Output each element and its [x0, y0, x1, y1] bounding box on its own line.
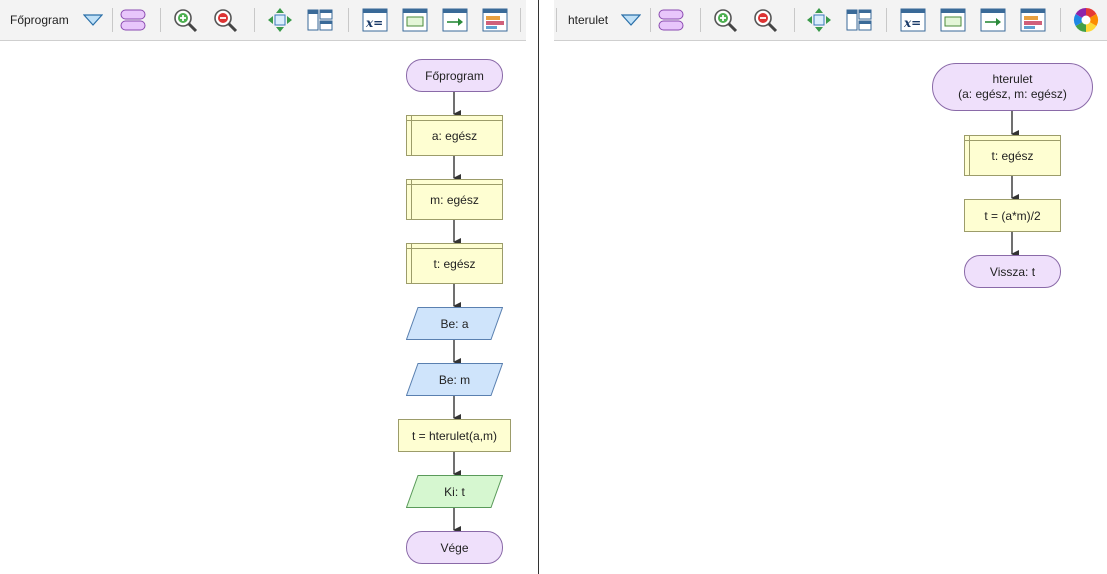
toolbar-separator: [700, 8, 701, 32]
statement-icon[interactable]: [400, 6, 430, 34]
input-a-label: Be: a: [440, 316, 469, 331]
input-m-label: Be: m: [438, 372, 471, 387]
zoom-in-icon[interactable]: [170, 6, 200, 34]
function-select-label: Főprogram: [10, 13, 69, 27]
dropdown-triangle-icon[interactable]: [80, 6, 106, 34]
flow-arrows: [453, 91, 461, 534]
assignment-label: t = hterulet(a,m): [411, 428, 498, 443]
function-select-label: hterulet: [568, 13, 609, 27]
end-terminal-label: Vége: [440, 540, 469, 555]
color-wheel-icon[interactable]: [1070, 6, 1102, 34]
return-terminal[interactable]: Vissza: t: [964, 255, 1061, 288]
bars-icon[interactable]: [480, 6, 510, 34]
toolbar-right: hterulet x=: [554, 0, 1107, 41]
toolbar-separator: [556, 8, 557, 32]
declaration-t-label: t: egész: [991, 148, 1034, 163]
flow-arrows: [1011, 110, 1019, 258]
pane-divider[interactable]: [538, 0, 539, 574]
function-pane: hterulet x=: [554, 0, 1107, 574]
fit-view-icon[interactable]: [804, 6, 834, 34]
svg-text:x=: x=: [903, 16, 921, 30]
toolbar-separator: [650, 8, 651, 32]
function-name-label: hterulet: [992, 72, 1033, 86]
assignment-node[interactable]: t = hterulet(a,m): [398, 419, 511, 452]
declaration-t[interactable]: t: egész: [406, 243, 503, 284]
input-m[interactable]: Be: m: [406, 363, 503, 396]
fit-view-icon[interactable]: [265, 6, 295, 34]
declaration-m-label: m: egész: [430, 192, 479, 207]
declaration-m[interactable]: m: egész: [406, 179, 503, 220]
output-t[interactable]: Ki: t: [406, 475, 503, 508]
variable-icon[interactable]: x=: [898, 6, 928, 34]
toolbar-separator: [886, 8, 887, 32]
assignment-node[interactable]: t = (a*m)/2: [964, 199, 1061, 232]
toolbar-separator: [348, 8, 349, 32]
end-terminal[interactable]: Vége: [406, 531, 503, 564]
layout-icon[interactable]: [844, 6, 874, 34]
return-terminal-label: Vissza: t: [989, 264, 1036, 279]
dropdown-triangle-icon[interactable]: [618, 6, 644, 34]
flowchart-canvas-right: hterulet (a: egész, m: egész) t: egész t…: [554, 41, 1107, 574]
toolbar-separator: [160, 8, 161, 32]
zoom-in-icon[interactable]: [710, 6, 740, 34]
zoom-out-icon[interactable]: [750, 6, 780, 34]
start-terminal[interactable]: Főprogram: [406, 59, 503, 92]
arrow-box-icon[interactable]: [440, 6, 470, 34]
layout-icon[interactable]: [305, 6, 335, 34]
function-start-terminal[interactable]: hterulet (a: egész, m: egész): [932, 63, 1093, 111]
assignment-label: t = (a*m)/2: [984, 208, 1041, 223]
main-program-pane: Főprogram x=: [0, 0, 526, 574]
flowchart-canvas-left: Főprogram a: egész m: egész t: egész Be:…: [0, 41, 526, 574]
variable-icon[interactable]: x=: [360, 6, 390, 34]
declaration-a-label: a: egész: [431, 128, 478, 143]
terminal-shape-icon[interactable]: [118, 6, 148, 34]
svg-text:x=: x=: [365, 16, 383, 30]
function-select[interactable]: Főprogram: [10, 6, 76, 34]
toolbar-left: Főprogram x=: [0, 0, 526, 41]
zoom-out-icon[interactable]: [210, 6, 240, 34]
statement-icon[interactable]: [938, 6, 968, 34]
toolbar-separator: [112, 8, 113, 32]
input-a[interactable]: Be: a: [406, 307, 503, 340]
terminal-shape-icon[interactable]: [656, 6, 686, 34]
bars-icon[interactable]: [1018, 6, 1048, 34]
toolbar-separator: [520, 8, 521, 32]
function-select[interactable]: hterulet: [568, 6, 624, 34]
declaration-t[interactable]: t: egész: [964, 135, 1061, 176]
toolbar-separator: [254, 8, 255, 32]
toolbar-separator: [1060, 8, 1061, 32]
arrow-box-icon[interactable]: [978, 6, 1008, 34]
toolbar-separator: [794, 8, 795, 32]
declaration-a[interactable]: a: egész: [406, 115, 503, 156]
start-terminal-label: Főprogram: [425, 68, 484, 83]
output-t-label: Ki: t: [444, 484, 465, 499]
declaration-t-label: t: egész: [433, 256, 476, 271]
function-params-label: (a: egész, m: egész): [958, 87, 1067, 101]
